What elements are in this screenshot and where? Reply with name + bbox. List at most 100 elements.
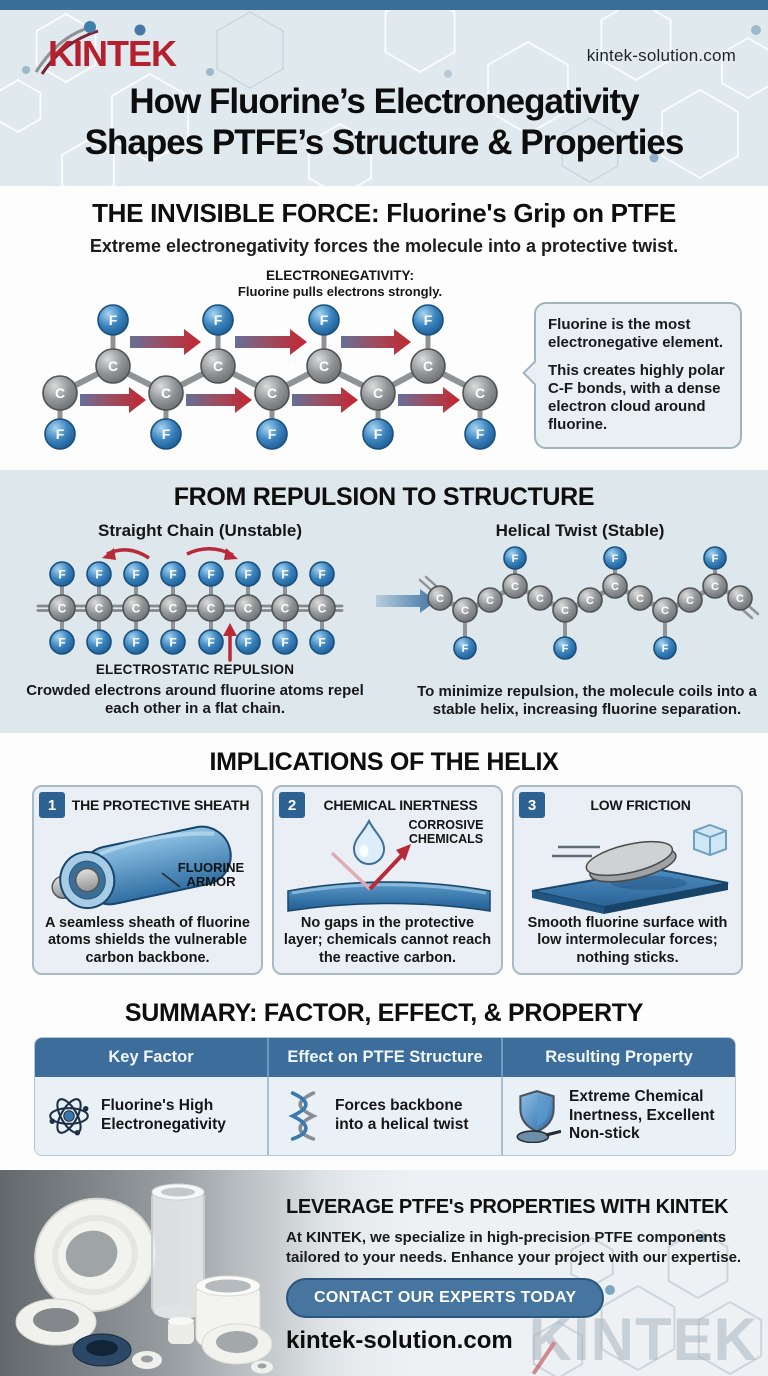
svg-text:F: F [712, 553, 719, 565]
svg-text:C: C [486, 595, 494, 607]
fluorine-atom: F [44, 418, 76, 450]
fluorine-atom: F [309, 629, 335, 655]
atom-icon [45, 1093, 93, 1139]
svg-text:F: F [214, 312, 223, 328]
carbon-atom: C [462, 375, 498, 411]
svg-text:F: F [281, 567, 288, 581]
card-chemical-inertness: 2 CHEMICAL INERTNESS CORROSIVE CHEMICALS… [272, 785, 503, 975]
ice-cube-icon [693, 823, 727, 857]
carbon-atom: C [159, 594, 187, 622]
fluorine-atom: F [97, 304, 129, 336]
header: KINTEK kintek-solution.com How Fluorine’… [0, 10, 768, 186]
summary-table-row: Fluorine's High Electronegativity Forces… [35, 1077, 735, 1155]
fluorine-atom: F [198, 561, 224, 587]
straight-chain-label: Straight Chain (Unstable) [97, 521, 302, 540]
card2-title: CHEMICAL INERTNESS [323, 797, 478, 813]
header-website-link[interactable]: kintek-solution.com [586, 46, 736, 65]
svg-text:C: C [58, 601, 67, 615]
cell-property-text: Extreme Chemical Inertness, Excellent No… [569, 1087, 715, 1143]
footer-content: LEVERAGE PTFE's PROPERTIES WITH KINTEK A… [286, 1196, 752, 1355]
fluorine-atom: F [272, 629, 298, 655]
implication-cards: 1 THE PROTECTIVE SHEATH [32, 785, 743, 975]
fluorine-atom: F [309, 561, 335, 587]
ptfe-tube-icon [51, 825, 232, 910]
footer-website-link[interactable]: kintek-solution.com [286, 1327, 513, 1354]
svg-text:C: C [169, 601, 178, 615]
transform-arrow-icon [376, 589, 436, 613]
footer-body-text: At KINTEK, we specialize in high-precisi… [286, 1229, 742, 1266]
card1-title: THE PROTECTIVE SHEATH [71, 797, 250, 813]
top-accent-bar [0, 0, 768, 10]
fluorine-atom: F [202, 304, 234, 336]
fluorine-atom: F [160, 629, 186, 655]
svg-text:F: F [207, 635, 214, 649]
fluorine-atom: F [123, 561, 149, 587]
svg-text:C: C [161, 385, 171, 401]
svg-text:F: F [244, 635, 251, 649]
card1-illustration: FLUORINE ARMOR [34, 813, 261, 915]
helical-twist-label: Helical Twist (Stable) [495, 521, 665, 540]
svg-text:F: F [320, 312, 329, 328]
svg-text:C: C [536, 593, 544, 605]
summary-table: Key Factor Effect on PTFE Structure Resu… [34, 1037, 736, 1156]
card3-caption: Smooth fluorine surface with low intermo… [527, 915, 728, 966]
svg-text:F: F [58, 635, 65, 649]
helix-icon [279, 1091, 327, 1141]
svg-text:C: C [95, 601, 104, 615]
svg-text:F: F [169, 567, 176, 581]
contact-experts-button[interactable]: CONTACT OUR EXPERTS TODAY [286, 1278, 605, 1318]
svg-text:F: F [562, 643, 569, 655]
svg-text:C: C [318, 601, 327, 615]
card2-caption: No gaps in the protective layer; chemica… [283, 915, 492, 966]
fluorine-atom: F [49, 629, 75, 655]
page-title: How Fluorine’s Electronegativity Shapes … [0, 82, 768, 164]
callout-box: Fluorine is the most electronegative ele… [534, 302, 742, 449]
fluorine-atom: F [86, 561, 112, 587]
column-property: Resulting Property [545, 1048, 693, 1066]
svg-text:C: C [436, 593, 444, 605]
fluorine-atom: F [256, 418, 288, 450]
carbon-atom: C [308, 594, 336, 622]
svg-text:C: C [373, 385, 383, 401]
fluorine-atom: F [150, 418, 182, 450]
svg-text:C: C [736, 593, 744, 605]
cell-effect-text: Forces backbone into a helical twist [335, 1097, 469, 1133]
svg-text:C: C [636, 593, 644, 605]
fluorine-atom: F [272, 561, 298, 587]
cell-key-factor-text: Fluorine's High Electronegativity [101, 1097, 226, 1133]
svg-text:F: F [476, 426, 485, 442]
svg-text:F: F [318, 635, 325, 649]
carbon-atom: C [95, 348, 131, 384]
droplet-bounce-icon [287, 818, 491, 912]
svg-text:F: F [244, 567, 251, 581]
kintek-logo-icon: KINTEK [34, 21, 178, 75]
svg-text:F: F [132, 635, 139, 649]
card3-title: LOW FRICTION [590, 797, 691, 813]
svg-text:F: F [56, 426, 65, 442]
callout-paragraph-1: Fluorine is the most electronegative ele… [548, 316, 724, 352]
logo-text: KINTEK [48, 33, 177, 74]
fluorine-atom: F [412, 304, 444, 336]
svg-text:F: F [512, 553, 519, 565]
svg-text:C: C [611, 581, 619, 593]
svg-text:F: F [318, 567, 325, 581]
svg-text:F: F [424, 312, 433, 328]
fluorine-atom: F [553, 636, 577, 660]
svg-text:C: C [281, 601, 290, 615]
carbon-atom: C [652, 597, 678, 623]
kintek-logo: KINTEK [28, 20, 203, 81]
section3-heading: IMPLICATIONS OF THE HELIX [209, 748, 559, 776]
svg-text:C: C [207, 601, 216, 615]
svg-text:F: F [58, 567, 65, 581]
carbon-atom: C [122, 594, 150, 622]
carbon-atom: C [254, 375, 290, 411]
helix-caption: To minimize repulsion, the molecule coil… [417, 683, 757, 718]
svg-text:C: C [244, 601, 253, 615]
carbon-atom: C [727, 585, 753, 611]
cell-key-factor: Fluorine's High Electronegativity [35, 1077, 269, 1155]
carbon-atom: C [410, 348, 446, 384]
svg-text:F: F [662, 643, 669, 655]
